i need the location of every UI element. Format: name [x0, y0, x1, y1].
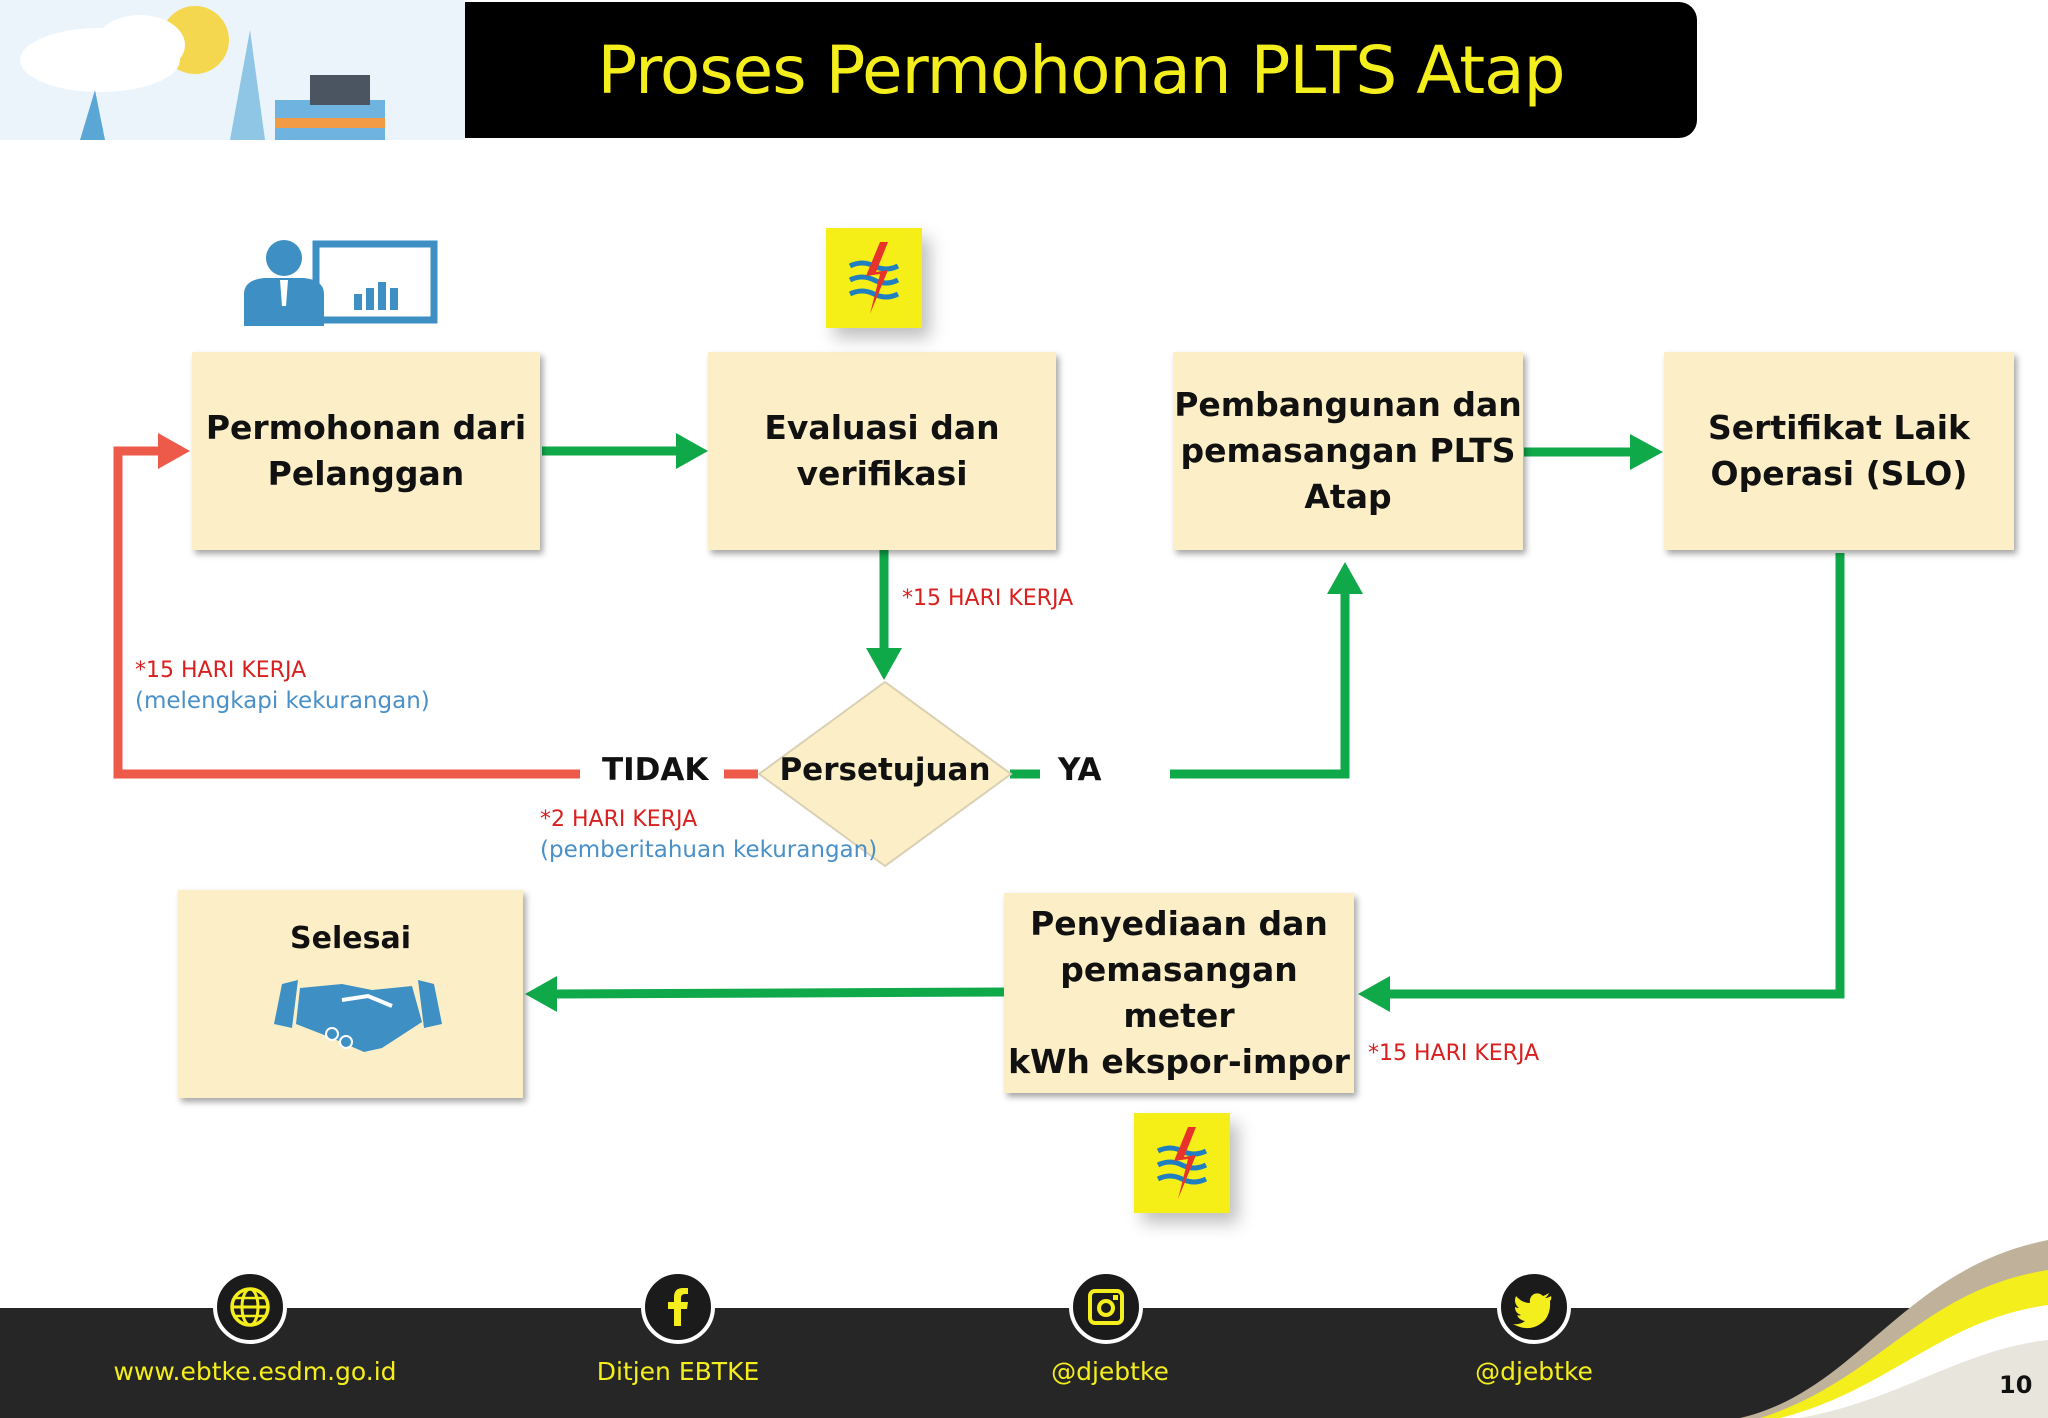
- arrow-slo-to-penyediaan: [1388, 553, 1845, 999]
- header-illustration: [0, 0, 465, 140]
- footer-website-link[interactable]: www.ebtke.esdm.go.id: [113, 1357, 397, 1386]
- box-evaluasi: Evaluasi dan verifikasi: [708, 352, 1056, 550]
- instagram-icon[interactable]: [1069, 1270, 1143, 1344]
- decision-no-label: TIDAK: [602, 752, 709, 788]
- box-permohonan-label: Permohonan dari Pelanggan: [205, 408, 527, 493]
- arrow-tidak-to-permohonan: [113, 446, 580, 779]
- note-return-days: *15 HARI KERJA: [135, 658, 307, 683]
- box-penyediaan-label: Penyediaan dan pemasangan meter kWh eksp…: [1008, 904, 1350, 1081]
- note-notify-days: *2 HARI KERJA: [540, 807, 698, 832]
- pln-logo-icon: [1134, 1113, 1230, 1213]
- globe-icon[interactable]: [213, 1270, 287, 1344]
- box-slo-label: Sertifikat Laik Operasi (SLO): [1707, 408, 1970, 493]
- note-notify-desc: (pemberitahuan kekurangan): [540, 837, 878, 863]
- footer-twitter-link[interactable]: @djebtke: [1475, 1357, 1593, 1386]
- footer-facebook-link[interactable]: Ditjen EBTKE: [596, 1357, 760, 1386]
- box-permohonan: Permohonan dari Pelanggan: [192, 352, 540, 550]
- footer-wave-decoration: [1740, 1240, 2048, 1418]
- box-pembangunan: Pembangunan dan pemasangan PLTS Atap: [1173, 352, 1523, 550]
- box-slo: Sertifikat Laik Operasi (SLO): [1664, 352, 2014, 550]
- note-return-desc: (melengkapi kekurangan): [135, 688, 430, 714]
- box-evaluasi-label: Evaluasi dan verifikasi: [764, 408, 1000, 493]
- decision-diamond: [757, 680, 1013, 868]
- footer-bar: [0, 1308, 2048, 1418]
- decision-yes-label: YA: [1058, 752, 1102, 788]
- facebook-icon[interactable]: [641, 1270, 715, 1344]
- note-evaluasi-days: *15 HARI KERJA: [902, 586, 1074, 611]
- pln-logo-icon: [826, 228, 922, 328]
- note-meter-days: *15 HARI KERJA: [1368, 1041, 1540, 1066]
- decision-label: Persetujuan: [779, 752, 991, 788]
- box-selesai: Selesai: [178, 890, 523, 1098]
- footer-instagram-link[interactable]: @djebtke: [1051, 1357, 1169, 1386]
- box-penyediaan: Penyediaan dan pemasangan meter kWh eksp…: [1004, 893, 1354, 1093]
- twitter-icon[interactable]: [1497, 1270, 1571, 1344]
- box-selesai-label: Selesai: [290, 921, 411, 956]
- arrow-ya-to-pembangunan: [1170, 592, 1350, 779]
- handshake-icon: [274, 980, 442, 1052]
- presenter-icon: [244, 240, 438, 326]
- page-number: 10: [1999, 1371, 2033, 1399]
- arrow-penyediaan-to-selesai: [554, 987, 1005, 999]
- page-title: Proses Permohonan PLTS Atap: [597, 31, 1566, 109]
- box-pembangunan-label: Pembangunan dan pemasangan PLTS Atap: [1174, 385, 1522, 516]
- title-bar: Proses Permohonan PLTS Atap: [465, 2, 1697, 138]
